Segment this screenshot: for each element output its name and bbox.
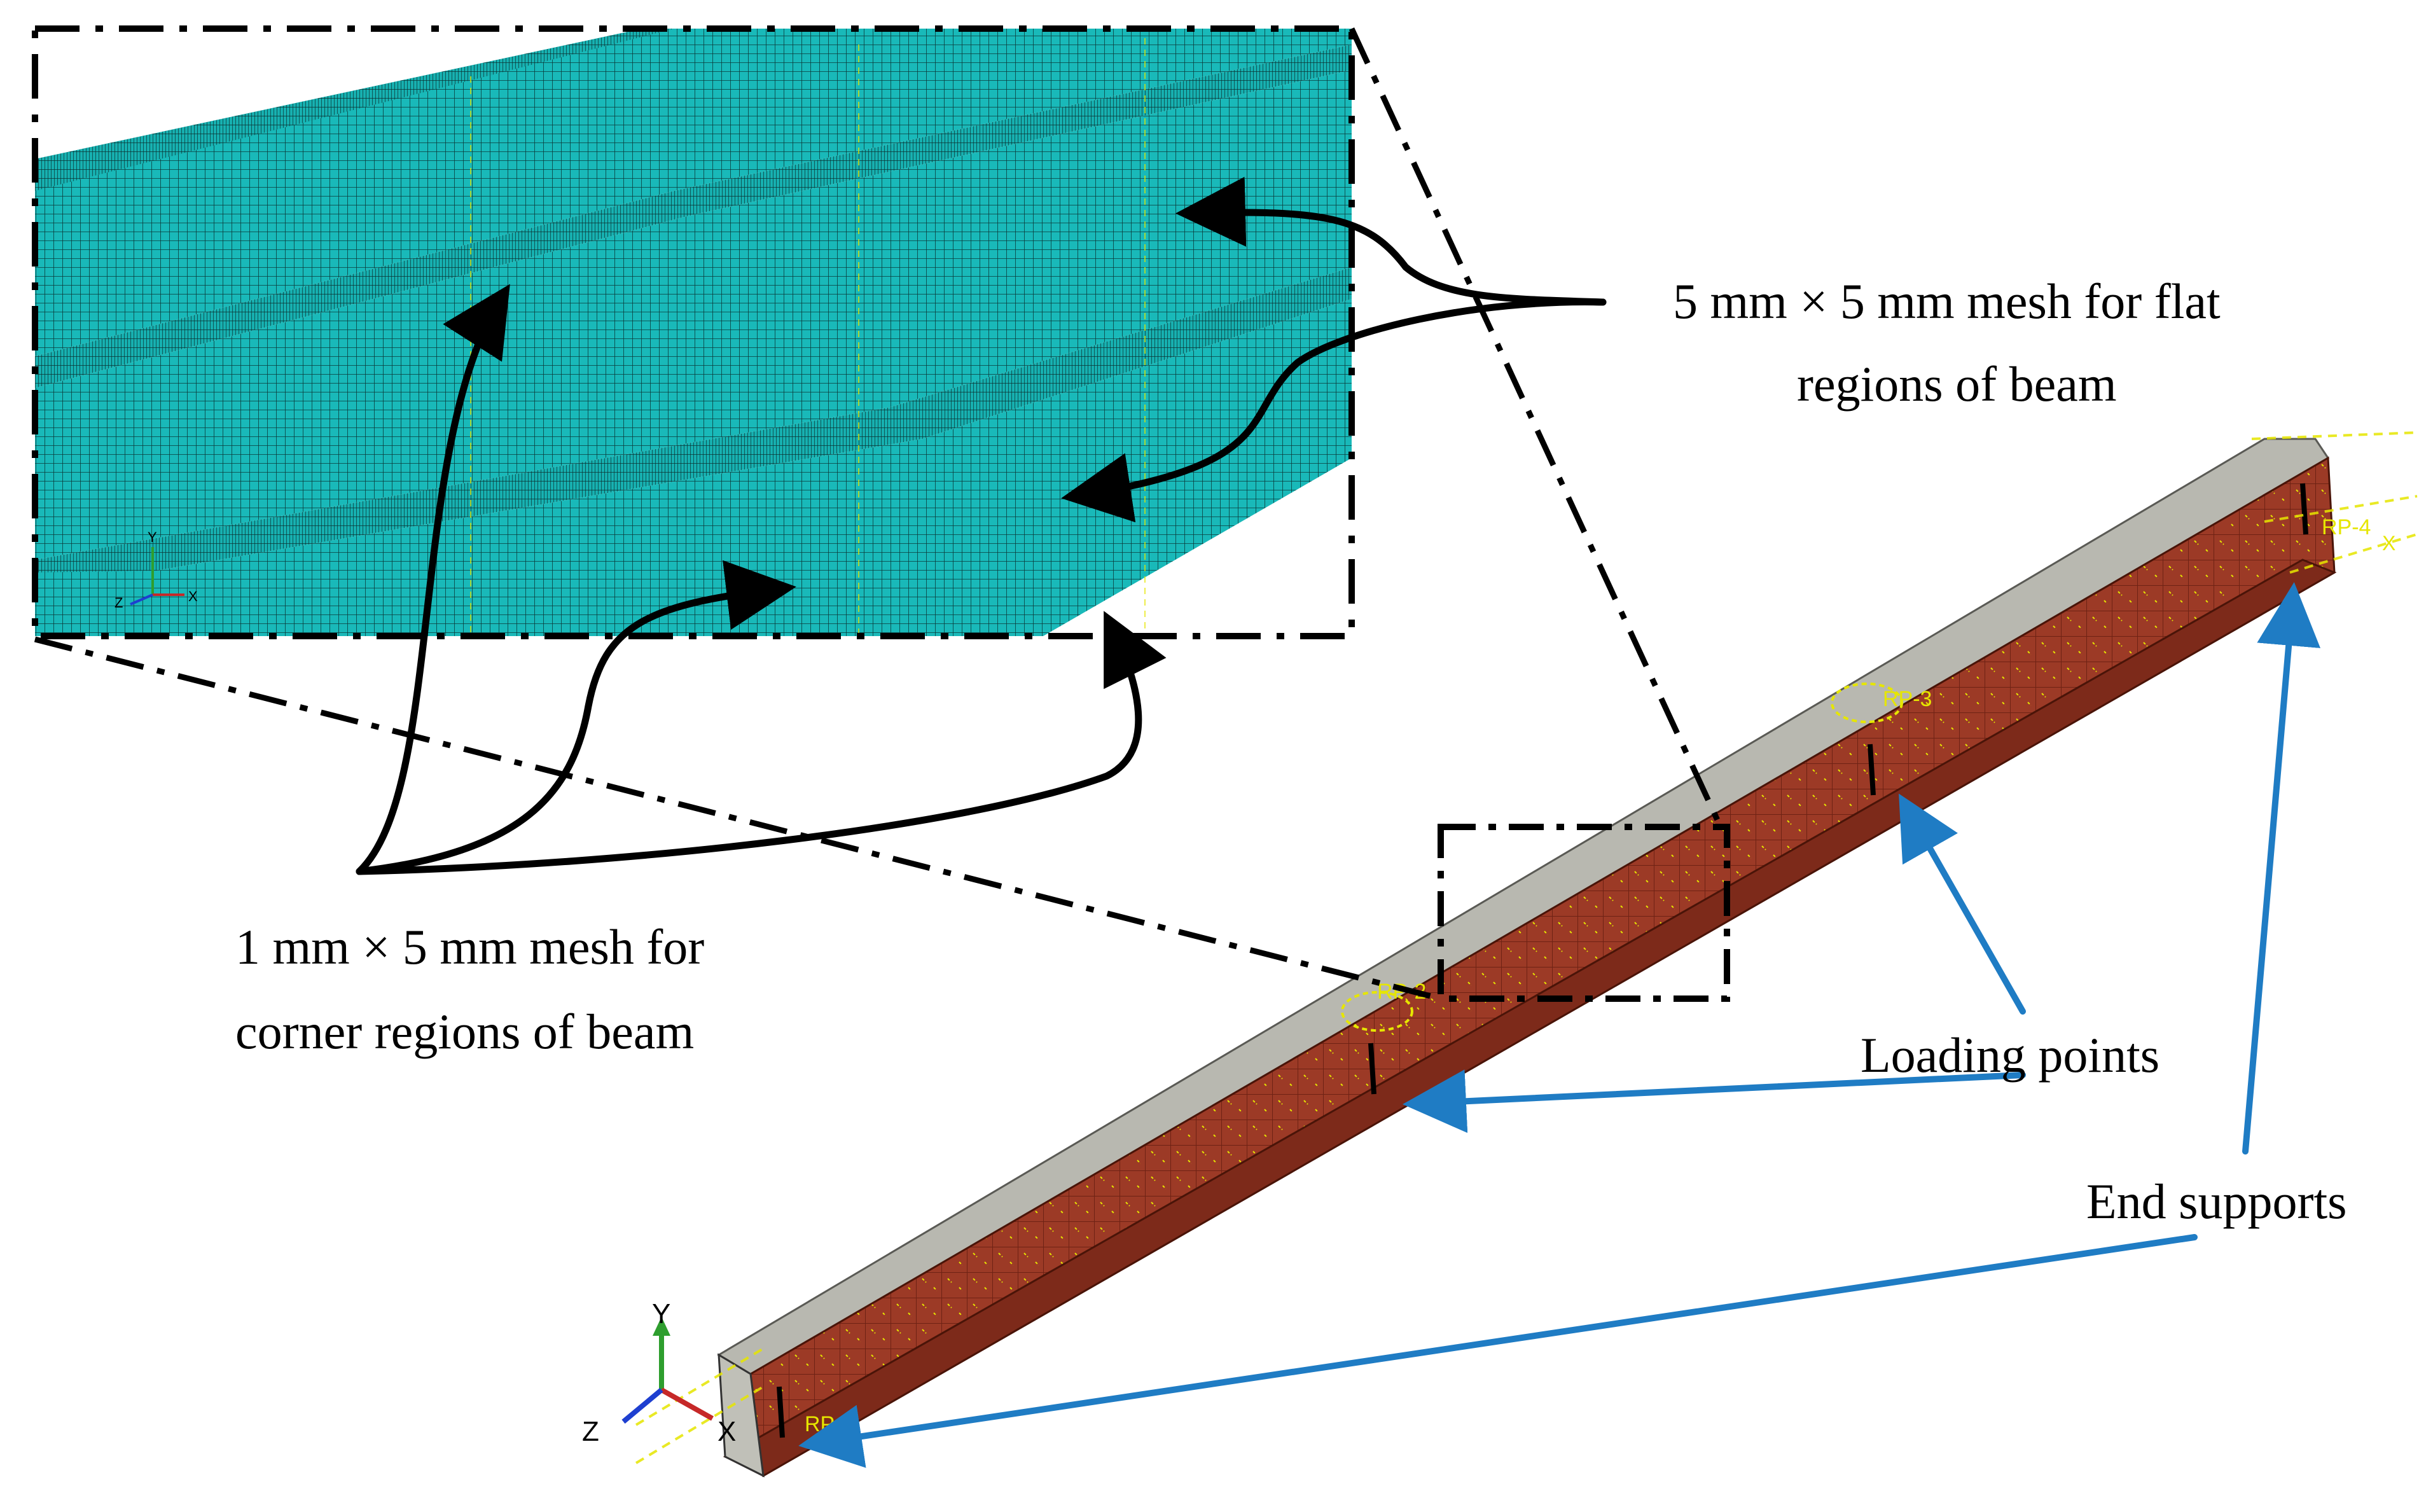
end-support-arrows <box>798 582 2320 1468</box>
loading-point-arrows <box>1403 793 2026 1134</box>
axis-y-label: Y <box>652 1298 670 1329</box>
corner-mesh-label-line2: corner regions of beam <box>235 1004 694 1059</box>
inset-axis-x-label: X <box>188 588 198 604</box>
beam-model <box>635 431 2418 1478</box>
end-axis-x-label: X <box>2382 532 2395 555</box>
end-supports-label: End supports <box>2086 1174 2347 1229</box>
inset-mesh-view <box>35 29 1352 636</box>
flat-mesh-label-line1: 5 mm × 5 mm mesh for flat <box>1673 274 2221 329</box>
flat-mesh-arrows <box>1061 176 1607 523</box>
axis-x-label: X <box>717 1416 736 1447</box>
rp1-label: RP-1 <box>805 1412 854 1436</box>
loading-points-label: Loading points <box>1861 1027 2159 1083</box>
corner-mesh-arrows <box>356 284 1167 875</box>
flat-mesh-label-line2: regions of beam <box>1797 356 2117 412</box>
rp3-label: RP-3 <box>1883 687 1932 711</box>
rp4-label: RP-4 <box>2322 515 2371 539</box>
inset-frame <box>32 25 1355 639</box>
zoom-box <box>1438 824 1730 1002</box>
projection-lines <box>34 27 1724 1002</box>
inset-axis-z-label: Z <box>114 595 123 611</box>
axis-triad: Y Z X <box>582 1298 736 1447</box>
inset-axis-triad: Y Z X <box>114 529 198 611</box>
axis-z-label: Z <box>582 1416 599 1447</box>
corner-mesh-label-line1: 1 mm × 5 mm mesh for <box>235 919 704 974</box>
inset-axis-y-label: Y <box>148 529 157 545</box>
